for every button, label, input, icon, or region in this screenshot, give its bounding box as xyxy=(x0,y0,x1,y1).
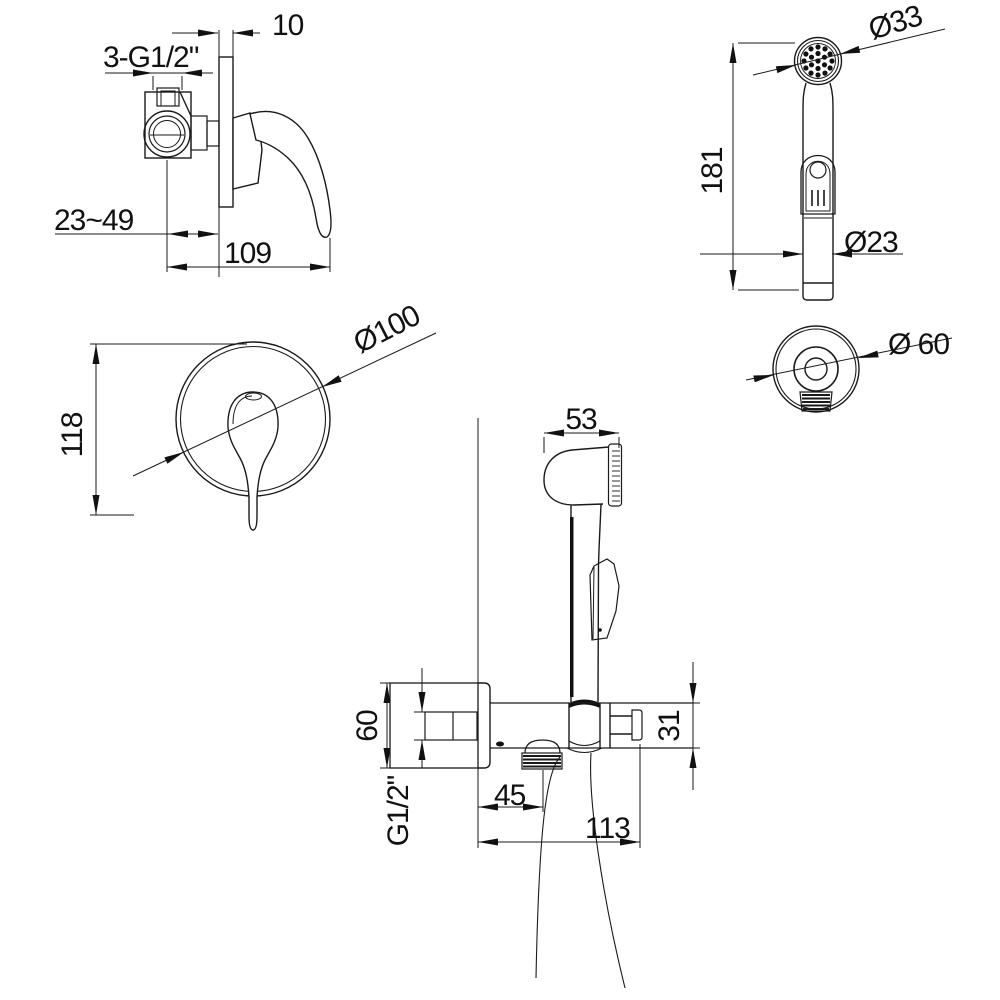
dim-label-body-length: 109 xyxy=(224,237,271,270)
dim-label-total-height: 181 xyxy=(696,147,729,194)
sprayer-head-side xyxy=(543,446,610,506)
outlet-escutcheon xyxy=(772,325,860,413)
dim-label-plate-diameter: Ø100 xyxy=(348,299,425,360)
valve-port-circle xyxy=(143,110,191,158)
thread-cap-dome xyxy=(524,739,561,754)
sprayer-tube-shade xyxy=(570,517,574,697)
dim-label-head-depth-53: 53 xyxy=(565,403,597,436)
dim-label-bracket-thread: G1/2" xyxy=(382,775,415,846)
sprayer-trigger-front xyxy=(800,155,836,215)
sprayer-face-side xyxy=(607,443,623,507)
dim-label-thread-ports: 3-G1/2" xyxy=(103,41,199,74)
dim-label-overall-height: 118 xyxy=(56,412,89,457)
outlet-thread xyxy=(799,391,833,412)
mixer-handle-cap xyxy=(245,392,262,401)
dim-label-cap-offset: 45 xyxy=(494,779,526,812)
dimension-arrows xyxy=(92,29,879,846)
sprayer-nozzle-dots xyxy=(801,44,835,78)
outlet-nipple-cap xyxy=(631,709,643,741)
view-outlet-front xyxy=(772,325,860,413)
wall-plate-edge xyxy=(218,56,234,208)
sprayer-head-rim xyxy=(793,36,843,86)
view-sprayer-side xyxy=(389,418,693,989)
dim-label-outlet-offset: 113 xyxy=(585,812,630,845)
dimension-lines xyxy=(55,28,953,848)
dim-label-wall-depth: 23~49 xyxy=(54,204,134,237)
thread-cap xyxy=(521,752,563,770)
mixer-handle-front xyxy=(227,391,279,531)
sprayer-trigger-side xyxy=(589,558,620,641)
bracket-cover xyxy=(478,682,491,769)
sprayer-body-left xyxy=(802,82,807,283)
bracket-connector xyxy=(424,711,478,741)
dim-label-bracket-plate-height: 60 xyxy=(351,710,384,742)
holder-seat-top xyxy=(569,699,600,708)
sprayer-trigger-slats xyxy=(811,190,825,206)
hose-left-edge xyxy=(535,756,561,979)
hose-right-edge xyxy=(590,752,626,989)
view-mixer-side xyxy=(143,56,332,239)
outlet-thread-ribs xyxy=(802,394,830,410)
dim-label-outlet-diameter: Ø 60 xyxy=(888,328,949,361)
sprayer-face-hatch xyxy=(612,450,620,502)
bracket-box xyxy=(389,682,479,769)
dim-label-body-diameter: Ø23 xyxy=(844,226,898,259)
valve-stem xyxy=(190,115,208,151)
dim-label-arm-height: 31 xyxy=(653,710,686,742)
sprayer-body-right xyxy=(829,82,834,283)
sprayer-trigger-button xyxy=(809,161,827,179)
view-sprayer-front xyxy=(793,36,843,301)
bracket-screw xyxy=(496,741,504,747)
dim-label-plate-thickness: 10 xyxy=(272,9,304,42)
dim-label-head-diameter: Ø33 xyxy=(865,0,926,47)
view-mixer-front xyxy=(175,341,331,531)
sprayer-inlet-cap xyxy=(802,282,834,301)
mixer-handle-side xyxy=(249,110,332,239)
